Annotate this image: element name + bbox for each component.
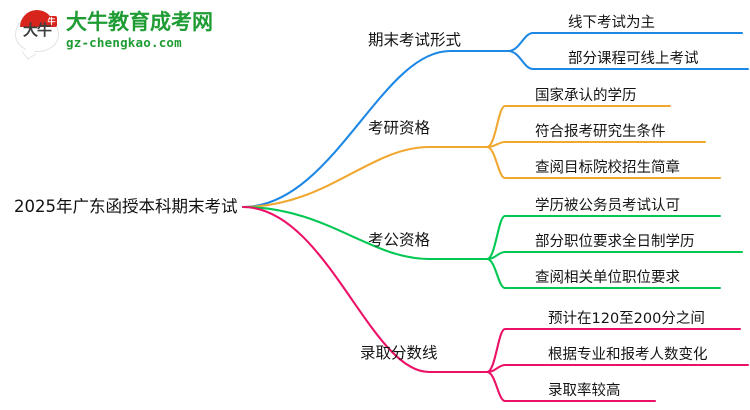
- site-logo[interactable]: 牛 大牛 大牛教育成考网 gz-chengkao.com: [14, 6, 213, 56]
- logo-cap-badge-text: 牛: [47, 17, 56, 26]
- connector-line: [241, 205, 489, 261]
- leaf-node-label[interactable]: 学历被公务员考试认可: [535, 198, 680, 214]
- branch-node-label[interactable]: 期末考试形式: [368, 31, 462, 49]
- connector-line: [241, 145, 489, 209]
- leaf-node-label[interactable]: 部分课程可线上考试: [568, 51, 699, 67]
- leaf-node-label[interactable]: 预计在120至200分之间: [548, 311, 705, 327]
- connector-line: [485, 363, 750, 374]
- branch-node-label[interactable]: 考研资格: [368, 119, 431, 137]
- leaf-node-label[interactable]: 线下考试为主: [568, 15, 655, 31]
- logo-url: gz-chengkao.com: [66, 35, 182, 50]
- branch-node-label[interactable]: 考公资格: [368, 231, 431, 249]
- leaf-node-label[interactable]: 查阅相关单位职位要求: [535, 270, 680, 286]
- logo-title: 大牛教育成考网: [66, 10, 213, 34]
- leaf-node-label[interactable]: 部分职位要求全日制学历: [535, 234, 695, 250]
- branch-node-label[interactable]: 录取分数线: [360, 344, 438, 362]
- logo-mark-text: 大牛: [22, 21, 52, 39]
- logo-mark-icon: 牛 大牛: [14, 8, 60, 54]
- logo-cap-badge: 牛: [46, 16, 57, 27]
- leaf-node-label[interactable]: 国家承认的学历: [535, 88, 637, 104]
- connector-line: [485, 250, 744, 261]
- leaf-node-label[interactable]: 符合报考研究生条件: [535, 124, 666, 140]
- root-node-label: 2025年广东函授本科期末考试: [14, 197, 238, 216]
- leaf-node-label[interactable]: 查阅目标院校招生简章: [535, 160, 680, 176]
- connector-line: [485, 140, 707, 149]
- leaf-node-label[interactable]: 录取率较高: [548, 383, 621, 399]
- logo-red-cap-shape: [20, 10, 54, 27]
- logo-text-block: 大牛教育成考网 gz-chengkao.com: [66, 10, 213, 50]
- leaf-node-label[interactable]: 根据专业和报考人数变化: [548, 347, 708, 363]
- connector-line: [506, 31, 744, 53]
